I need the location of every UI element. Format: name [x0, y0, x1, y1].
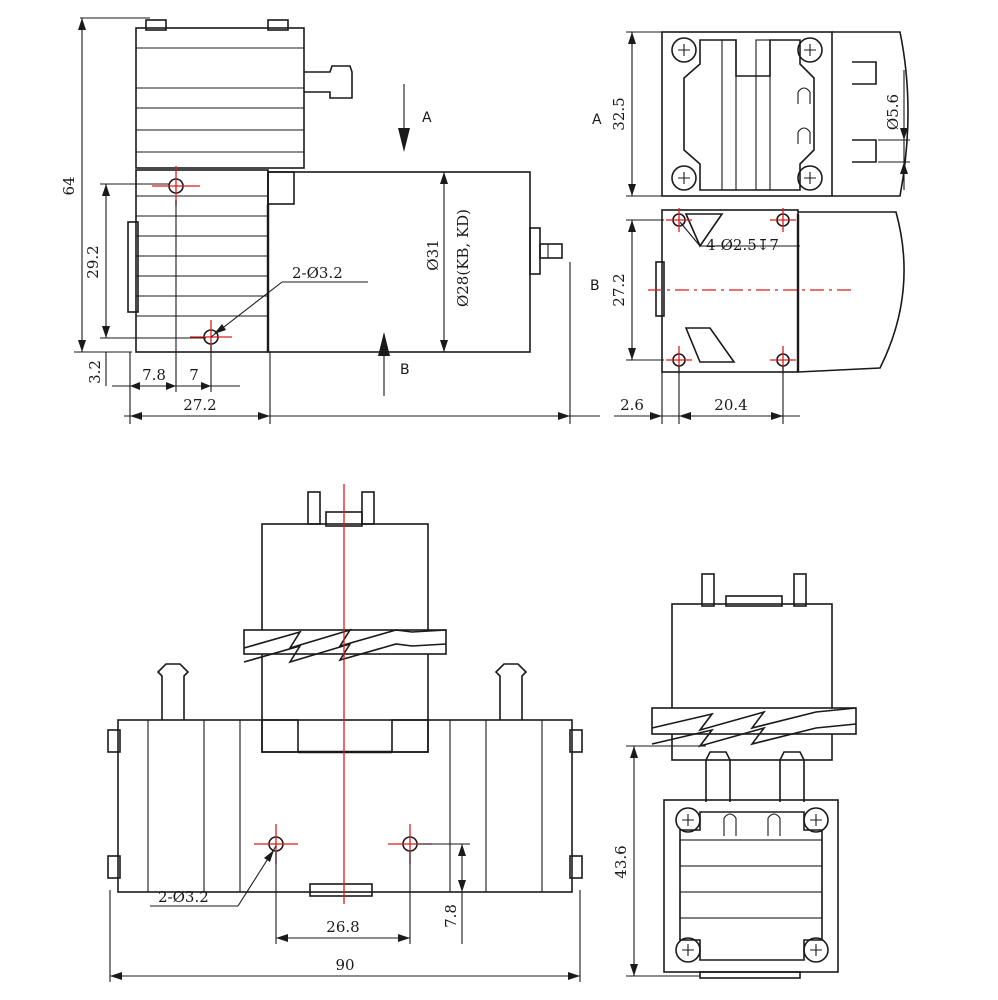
front-hole-callout: 2-Ø3.2 [158, 888, 209, 906]
dim-mount-spacing: 29.2 [84, 245, 102, 278]
view-b-hole-spacing: 20.4 [714, 396, 747, 414]
dim-overall-height: 64 [60, 176, 78, 195]
view-a-label: A [592, 112, 602, 128]
side-view: 64 29.2 3.2 7.8 7 27.2 2-Ø3.2 [60, 17, 600, 424]
view-arrow-b-label: B [400, 362, 410, 378]
view-arrow-a-label: A [422, 110, 432, 126]
dim-hole-offset-1: 7.8 [142, 366, 166, 384]
front-view: 2-Ø3.2 26.8 7.8 90 [107, 484, 583, 982]
view-a: 32.5 A Ø5.6 [592, 31, 910, 197]
dim-motor-diameter: Ø31 [424, 239, 442, 270]
dim-bottom-offset: 3.2 [86, 360, 104, 384]
end-view-height: 43.6 [612, 845, 630, 878]
dim-hole-offset-2: 7 [189, 366, 199, 384]
front-hole-height: 7.8 [442, 904, 460, 928]
view-b-label: B [590, 278, 600, 294]
view-a-port-diameter: Ø5.6 [884, 94, 902, 130]
view-b: 4-Ø2.5↧7 27.2 B 2.6 20.4 [590, 208, 905, 424]
end-view: 43.6 [612, 573, 857, 979]
side-hole-callout: 2-Ø3.2 [292, 264, 343, 282]
view-b-edge-offset: 2.6 [620, 396, 644, 414]
front-overall-length: 90 [335, 956, 354, 974]
view-b-height: 27.2 [610, 273, 628, 306]
dim-motor-diameter-alt: Ø28(KB, KD) [454, 209, 472, 307]
dim-head-width: 27.2 [183, 396, 216, 414]
view-b-hole-callout: 4-Ø2.5↧7 [706, 236, 779, 254]
view-a-height: 32.5 [610, 97, 628, 130]
front-hole-spacing: 26.8 [326, 918, 359, 936]
